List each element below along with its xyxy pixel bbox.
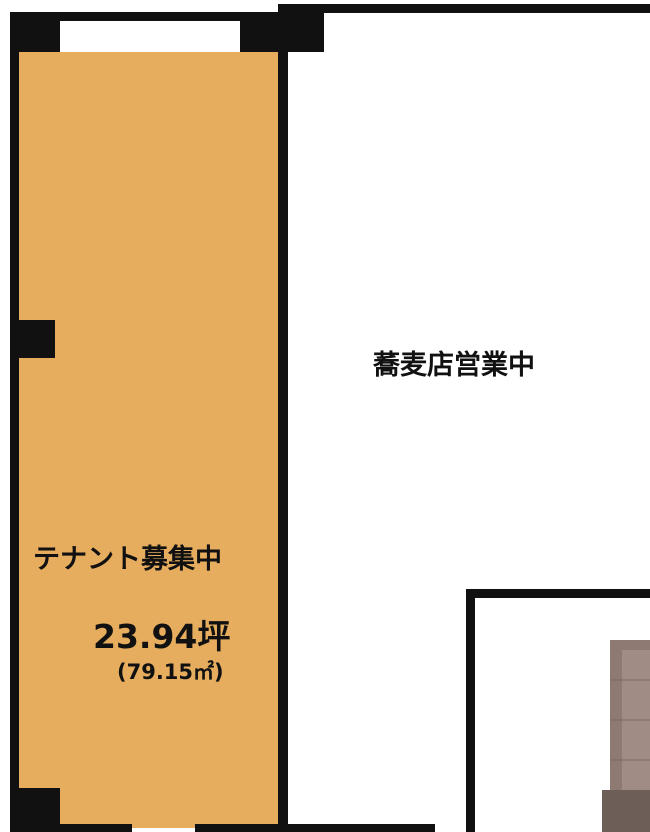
tenant-area-sqm: (79.15㎡) xyxy=(117,660,224,684)
top-wall-right xyxy=(278,4,650,13)
tenant-area-tsubo: 23.94坪 xyxy=(93,617,231,656)
bottom-wall-left xyxy=(60,824,132,832)
left-outer-wall xyxy=(10,12,19,832)
photo-lower-shadow xyxy=(602,790,650,832)
top-wall-left xyxy=(10,12,288,21)
column-bottom-left xyxy=(10,788,60,832)
adjacent-wall-top xyxy=(466,589,650,598)
tenant-unit-area xyxy=(18,52,278,828)
building-photo xyxy=(602,640,650,832)
partition-wall xyxy=(278,4,288,832)
column-top-left xyxy=(10,12,60,52)
adjacent-wall-left xyxy=(466,589,475,832)
bottom-wall-mid xyxy=(195,824,435,832)
column-mid-left xyxy=(10,320,55,358)
column-top-mid xyxy=(240,12,324,52)
neighbor-unit-status-label: 蕎麦店営業中 xyxy=(373,350,535,381)
tenant-unit-status-label: テナント募集中 xyxy=(33,544,222,575)
